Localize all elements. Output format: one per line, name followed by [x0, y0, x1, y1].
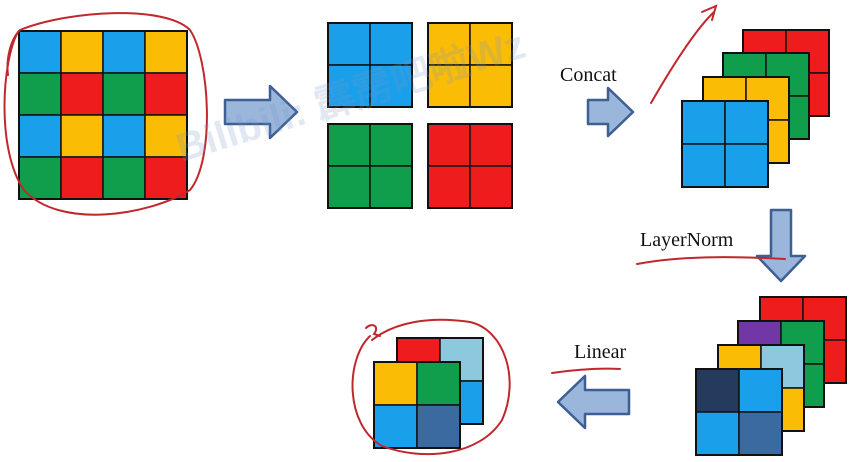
concat-layer-blue — [681, 100, 769, 188]
patch-group-green-cell — [327, 123, 371, 167]
concat-annotation-stroke — [650, 4, 718, 104]
norm-layer-4-cell — [695, 411, 740, 456]
patch-group-green-cell — [369, 123, 413, 167]
norm-layer-4 — [695, 368, 783, 456]
input-feature-map — [18, 30, 188, 200]
output-annotation-circle — [351, 318, 511, 456]
linear-layer-2-cell — [416, 361, 461, 406]
input-cell — [60, 156, 104, 200]
patch-group-yellow — [427, 22, 513, 108]
linear-layer-2 — [373, 361, 461, 449]
patch-group-blue-frame — [327, 22, 413, 108]
linear-layer-2-cell — [373, 361, 418, 406]
down-arrow-icon — [755, 208, 807, 283]
concat-layer-blue-frame — [681, 100, 769, 188]
input-cell — [102, 156, 146, 200]
linear-underline — [551, 367, 621, 374]
concat-label: Concat — [560, 64, 617, 86]
input-cell — [18, 114, 62, 158]
input-frame — [18, 30, 188, 200]
input-cell — [144, 156, 188, 200]
patch-group-blue — [327, 22, 413, 108]
concat-layer-blue-cell — [724, 100, 769, 145]
patch-group-yellow-cell — [469, 64, 513, 108]
layernorm-label: LayerNorm — [640, 229, 734, 251]
patch-group-red-cell — [469, 165, 513, 209]
patch-group-red-frame — [427, 123, 513, 209]
patch-group-red-cell — [427, 123, 471, 167]
left-arrow-icon — [556, 374, 631, 430]
input-cell — [60, 114, 104, 158]
input-cell — [102, 72, 146, 116]
patch-group-red-cell — [427, 165, 471, 209]
concat-layer-blue-cell — [681, 143, 726, 188]
linear-label: Linear — [574, 341, 627, 363]
input-cell — [18, 72, 62, 116]
input-cell — [102, 114, 146, 158]
input-cell — [18, 30, 62, 74]
patch-group-green — [327, 123, 413, 209]
patch-group-red — [427, 123, 513, 209]
linear-layer-2-cell — [416, 404, 461, 449]
layernorm-underline — [636, 256, 786, 265]
input-cell — [144, 72, 188, 116]
norm-layer-4-cell — [738, 368, 783, 413]
input-cell — [102, 30, 146, 74]
concat-arrow-icon — [586, 86, 635, 138]
norm-layer-4-frame — [695, 368, 783, 456]
input-cell — [144, 30, 188, 74]
patch-group-yellow-frame — [427, 22, 513, 108]
norm-layer-4-cell — [738, 411, 783, 456]
input-cell — [144, 114, 188, 158]
input-annotation-circle — [3, 12, 208, 216]
linear-layer-2-cell — [373, 404, 418, 449]
output-annotation-mark — [365, 324, 381, 337]
patch-group-red-cell — [469, 123, 513, 167]
linear-layer-2-frame — [373, 361, 461, 449]
concat-layer-blue-cell — [724, 143, 769, 188]
concat-layer-blue-cell — [681, 100, 726, 145]
patch-group-blue-cell — [369, 64, 413, 108]
input-cell — [60, 30, 104, 74]
right-arrow-icon — [223, 84, 299, 140]
input-cell — [60, 72, 104, 116]
patch-group-green-frame — [327, 123, 413, 209]
norm-layer-4-cell — [695, 368, 740, 413]
patch-group-green-cell — [369, 165, 413, 209]
patch-group-green-cell — [327, 165, 371, 209]
